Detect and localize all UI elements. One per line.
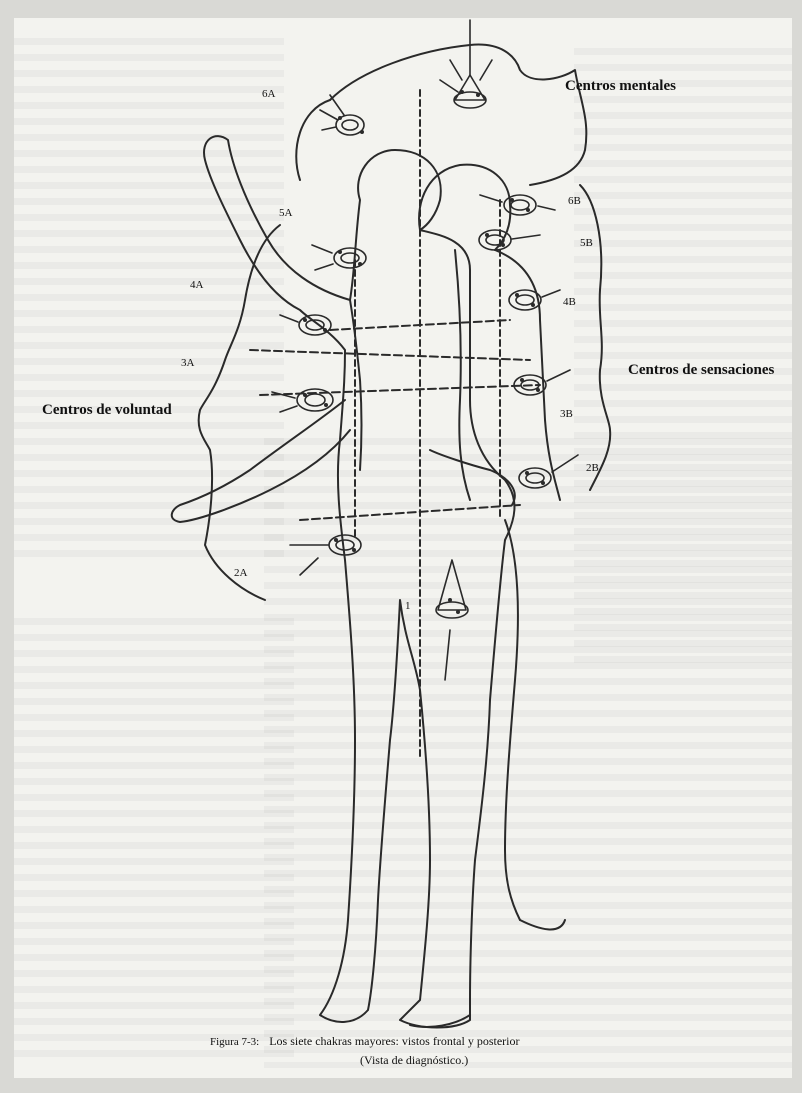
label-4a: 4A bbox=[190, 279, 203, 291]
label-6b: 6B bbox=[568, 195, 581, 207]
chakra-5a bbox=[312, 245, 366, 270]
label-1: 1 bbox=[405, 600, 411, 612]
chakra-5b bbox=[479, 230, 540, 250]
chakra-4a bbox=[280, 315, 331, 335]
bracket-mentales bbox=[330, 45, 586, 185]
label-3a: 3A bbox=[181, 357, 194, 369]
label-3b: 3B bbox=[560, 408, 573, 420]
label-4b: 4B bbox=[563, 296, 576, 308]
figure-outline bbox=[204, 136, 514, 1027]
chakra-2a bbox=[290, 535, 361, 575]
label-5b: 5B bbox=[580, 237, 593, 249]
caption-line-1: Los siete chakras mayores: vistos fronta… bbox=[269, 1034, 519, 1048]
label-2a: 2A bbox=[234, 567, 247, 579]
label-centros-mentales: Centros mentales bbox=[565, 78, 676, 95]
chakra-6b bbox=[480, 195, 555, 215]
bracket-voluntad bbox=[199, 225, 280, 600]
label-centros-voluntad: Centros de voluntad bbox=[42, 402, 172, 419]
back-figure-head bbox=[419, 165, 510, 250]
chakra-4b bbox=[509, 290, 560, 310]
label-6a: 6A bbox=[262, 88, 275, 100]
label-2b: 2B bbox=[586, 462, 599, 474]
figure-caption: Figura 7-3: Los siete chakras mayores: vi… bbox=[210, 1032, 730, 1069]
chakra-1 bbox=[436, 560, 468, 680]
bracket-sensaciones bbox=[580, 185, 610, 490]
figure-number: Figura 7-3: bbox=[210, 1036, 259, 1048]
caption-line-2: (Vista de diagnóstico.) bbox=[210, 1051, 730, 1069]
chakra-7-crown bbox=[440, 20, 492, 108]
label-5a: 5A bbox=[279, 207, 292, 219]
label-centros-sensaciones: Centros de sensaciones bbox=[628, 362, 774, 379]
